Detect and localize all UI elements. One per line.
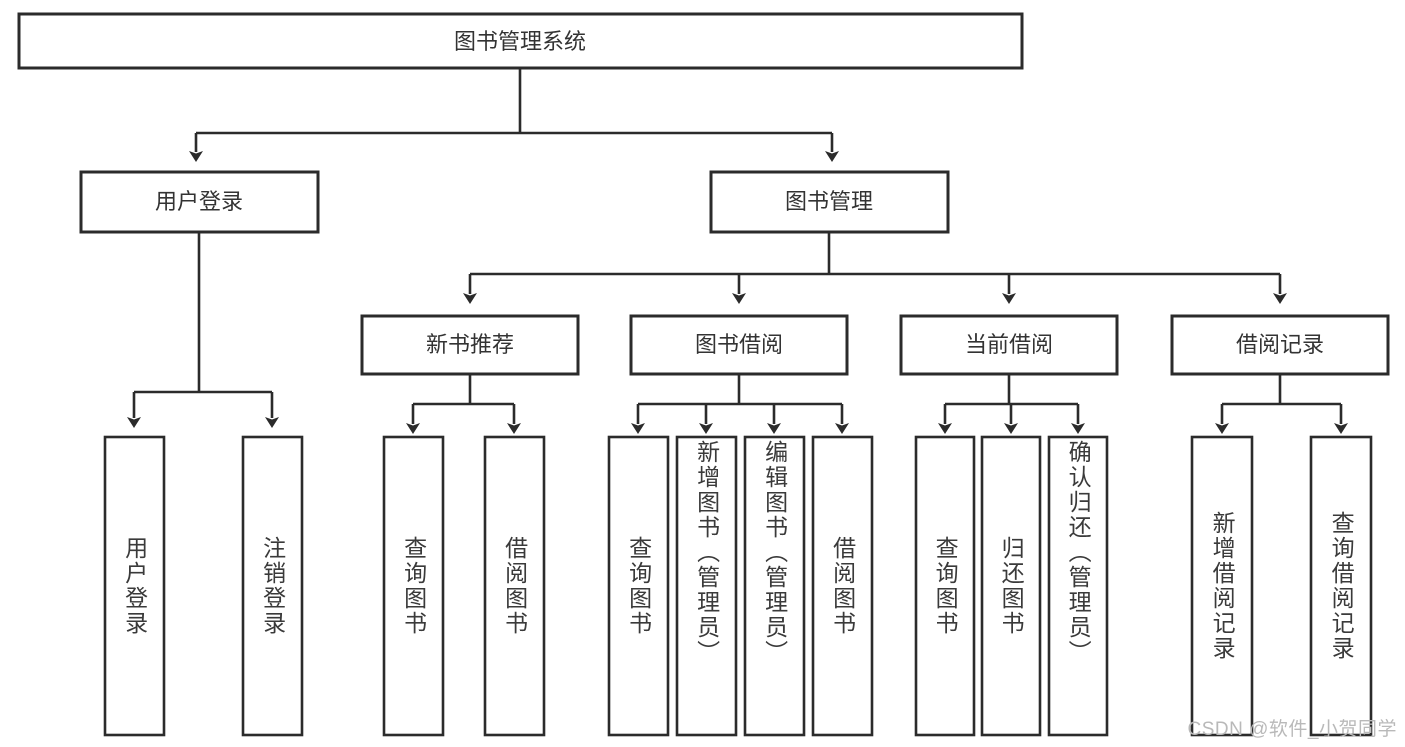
- node-borrow-record-box: [1170, 314, 1390, 376]
- node-book-manage[interactable]: 图书管理: [709, 170, 950, 234]
- leaf-edit-book-box[interactable]: [743, 435, 806, 737]
- node-book-borrow-box: [629, 314, 849, 376]
- connector-current-borrow-to-leaves: [938, 374, 1085, 434]
- node-new-book-recommend[interactable]: 新书推荐: [360, 314, 580, 376]
- node-book-borrow-label: 图书借阅: [695, 332, 783, 357]
- leaf-borrow-book-1-box[interactable]: [483, 435, 546, 737]
- leaf-boxes: [103, 435, 1373, 737]
- csdn-watermark: CSDN @软件_小贺同学: [1187, 719, 1397, 740]
- leaf-query-record-box[interactable]: [1309, 435, 1373, 737]
- node-user-login[interactable]: 用户登录: [79, 170, 320, 234]
- leaf-return-book-box[interactable]: [980, 435, 1042, 737]
- connector-book-manage-to-level3: [463, 232, 1287, 304]
- node-borrow-record-label: 借阅记录: [1236, 332, 1324, 357]
- connector-user-login-to-leaves: [127, 232, 279, 428]
- node-root[interactable]: 图书管理系统: [17, 12, 1024, 70]
- leaf-add-book-box[interactable]: [675, 435, 738, 737]
- node-borrow-record[interactable]: 借阅记录: [1170, 314, 1390, 376]
- leaf-query-book-1-box[interactable]: [382, 435, 445, 737]
- node-book-manage-box: [709, 170, 950, 234]
- leaf-add-record-box[interactable]: [1190, 435, 1254, 737]
- node-new-book-recommend-box: [360, 314, 580, 376]
- node-current-borrow-label: 当前借阅: [965, 332, 1053, 357]
- connector-book-borrow-to-leaves: [631, 374, 849, 434]
- leaf-user-logout-box[interactable]: [241, 435, 304, 737]
- leaf-query-book-2-box[interactable]: [607, 435, 670, 737]
- node-book-borrow[interactable]: 图书借阅: [629, 314, 849, 376]
- node-user-login-label: 用户登录: [155, 189, 243, 214]
- node-root-box: [17, 12, 1024, 70]
- connector-root-to-level2: [189, 68, 839, 162]
- node-current-borrow[interactable]: 当前借阅: [899, 314, 1119, 376]
- node-current-borrow-box: [899, 314, 1119, 376]
- leaf-user-login-box[interactable]: [103, 435, 166, 737]
- node-root-label: 图书管理系统: [454, 29, 586, 54]
- connector-new-book-recommend-to-leaves: [406, 374, 521, 434]
- leaf-query-book-3-box[interactable]: [914, 435, 976, 737]
- node-book-manage-label: 图书管理: [785, 189, 873, 214]
- leaf-borrow-book-2-box[interactable]: [811, 435, 874, 737]
- leaf-confirm-return-box[interactable]: [1047, 435, 1109, 737]
- connector-borrow-record-to-leaves: [1215, 374, 1348, 434]
- node-new-book-recommend-label: 新书推荐: [426, 332, 514, 357]
